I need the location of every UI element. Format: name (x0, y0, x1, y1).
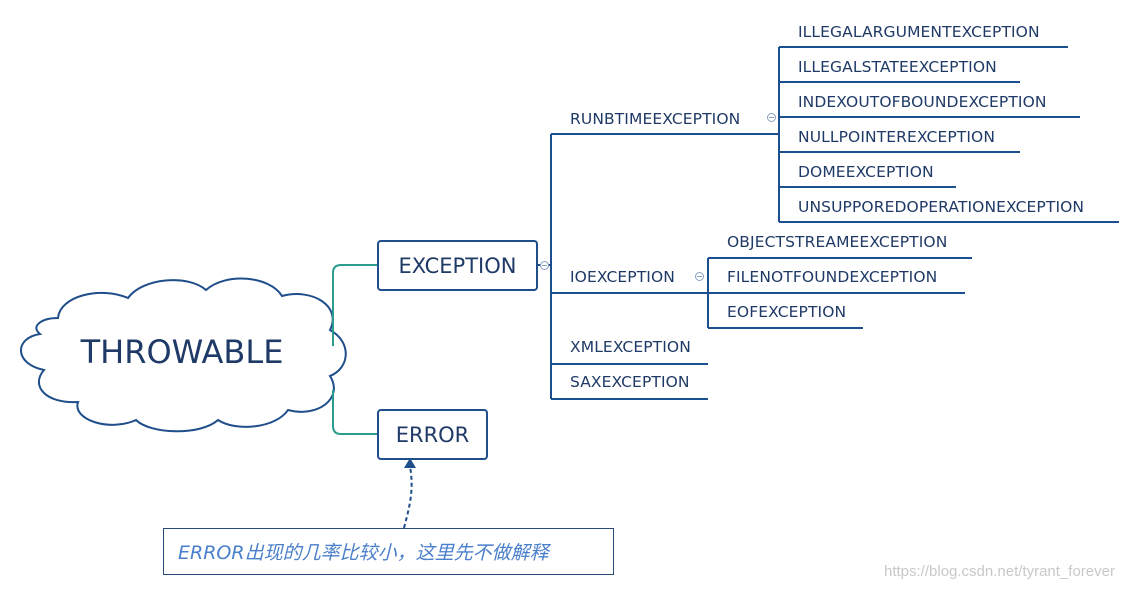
node-exception[interactable]: EXCEPTION (377, 240, 538, 291)
note-callout-arrow (403, 465, 413, 529)
connector-root-exception (332, 264, 378, 346)
note-callout[interactable]: ERROR出现的几率比较小，这里先不做解释 (163, 528, 614, 575)
watermark: https://blog.csdn.net/tyrant_forever (884, 563, 1115, 580)
io-collapse-icon[interactable] (695, 272, 704, 281)
node-sax-exception[interactable]: SAXEXCEPTION (570, 373, 690, 391)
node-index-out-of-bound-exception[interactable]: INDEXOUTOFBOUNDEXCEPTION (798, 93, 1047, 111)
node-null-pointer-exception[interactable]: NULLPOINTEREXCEPTION (798, 128, 996, 146)
node-error[interactable]: ERROR (377, 409, 488, 460)
connector-root-error (332, 390, 378, 435)
node-illegal-state-exception[interactable]: ILLEGALSTATEEXCEPTION (798, 58, 997, 76)
node-io-exception[interactable]: IOEXCEPTION (570, 268, 675, 286)
root-cloud-shape (20, 277, 347, 433)
node-xml-exception[interactable]: XMLEXCEPTION (570, 338, 691, 356)
root-node-throwable: THROWABLE (80, 333, 284, 371)
node-file-not-found-exception[interactable]: FILENOTFOUNDEXCEPTION (727, 268, 938, 286)
note-arrow-head (404, 458, 416, 468)
node-dome-exception[interactable]: DOMEEXCEPTION (798, 163, 934, 181)
node-unsupported-operation-exception[interactable]: UNSUPPOREDOPERATIONEXCEPTION (798, 198, 1085, 216)
node-illegal-argument-exception[interactable]: ILLEGALARGUMENTEXCEPTION (798, 23, 1040, 41)
exception-collapse-icon[interactable] (540, 261, 549, 270)
runtime-collapse-icon[interactable] (767, 113, 776, 122)
note-text: ERROR出现的几率比较小，这里先不做解释 (178, 542, 549, 564)
node-eof-exception[interactable]: EOFEXCEPTION (727, 303, 847, 321)
node-runtime-exception[interactable]: RUNBTIMEEXCEPTION (570, 110, 741, 128)
node-object-stream-exception[interactable]: OBJECTSTREAMEEXCEPTION (727, 233, 948, 251)
